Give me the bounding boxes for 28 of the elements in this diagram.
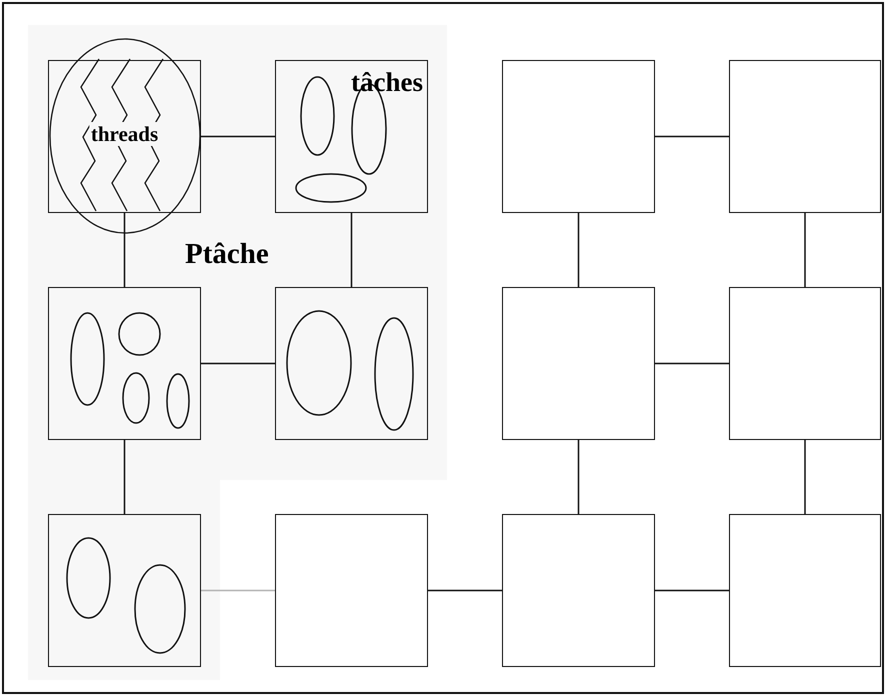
task-box: [48, 514, 201, 667]
connector-line: [350, 213, 352, 287]
task-box: [729, 60, 881, 213]
connector-line: [655, 590, 729, 592]
task-box: [502, 287, 655, 440]
connector-line: [804, 440, 806, 514]
connector-line: [578, 440, 580, 514]
connector-line: [578, 213, 580, 287]
task-box: [729, 514, 881, 667]
task-box: [275, 514, 428, 667]
connector-line: [201, 590, 275, 592]
connector-line: [124, 440, 126, 514]
connector-line: [804, 213, 806, 287]
box-label: tâches: [351, 67, 423, 98]
region-label: Ptâche: [185, 238, 269, 271]
connector-line: [201, 362, 275, 364]
task-box: [502, 514, 655, 667]
box-label: threads: [88, 122, 160, 146]
connector-line: [124, 213, 126, 287]
connector-line: [201, 136, 275, 138]
connector-line: [655, 136, 729, 138]
task-box: [729, 287, 881, 440]
connector-line: [655, 362, 729, 364]
task-box: [48, 287, 201, 440]
task-box: [275, 287, 428, 440]
connector-line: [428, 590, 502, 592]
task-box: [502, 60, 655, 213]
task-box: [275, 60, 428, 213]
